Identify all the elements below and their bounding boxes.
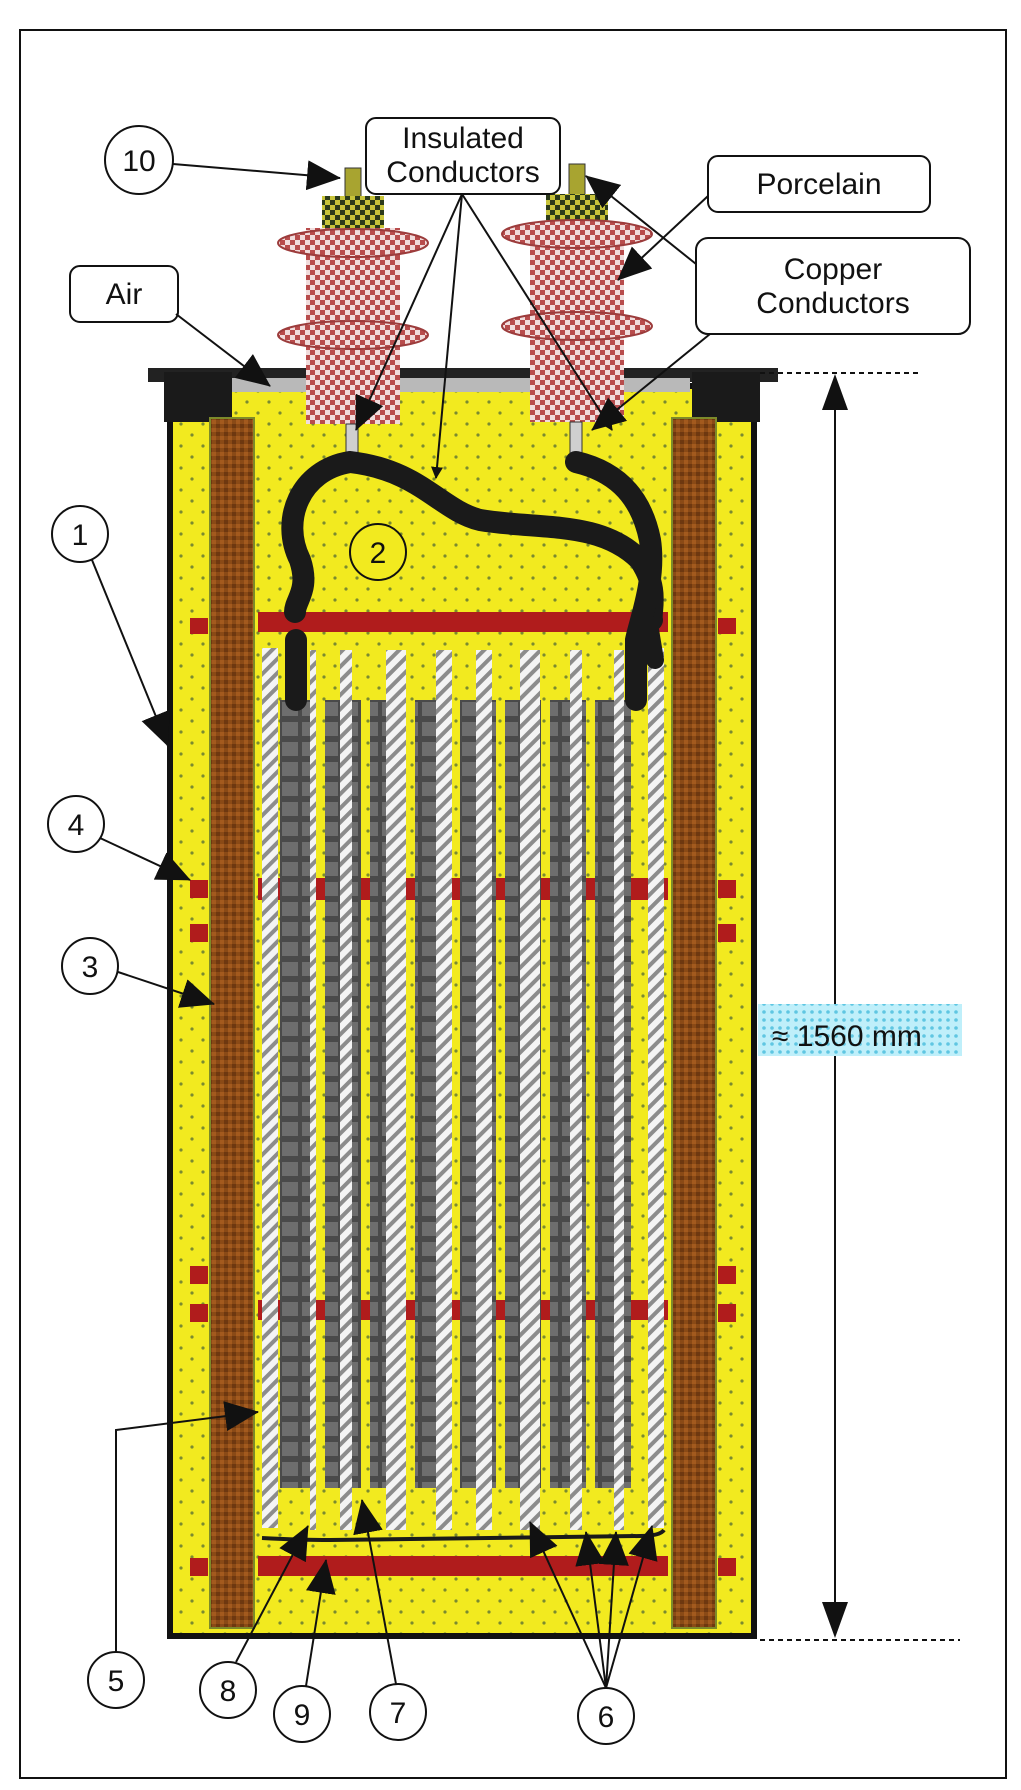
porcelain-shed	[501, 219, 653, 249]
spacer-stub	[190, 1304, 208, 1322]
spacer-stub	[718, 618, 736, 634]
svg-text:Porcelain: Porcelain	[756, 168, 881, 201]
svg-text:Insulated: Insulated	[402, 122, 524, 155]
spacer-stub	[190, 1558, 208, 1576]
spacer-stub	[190, 618, 208, 634]
callout-3: 3	[61, 937, 215, 1008]
porcelain-shed	[501, 311, 653, 341]
porcelain-shed	[277, 228, 429, 258]
element-separator	[570, 650, 582, 1530]
spacer-stub	[718, 1558, 736, 1576]
svg-text:Copper: Copper	[784, 253, 882, 286]
support-column-right	[671, 417, 717, 1629]
svg-text:10: 10	[122, 145, 155, 178]
svg-text:5: 5	[108, 1665, 125, 1698]
label-air: Air	[69, 265, 179, 323]
svg-text:4: 4	[68, 809, 85, 842]
spacer-stub	[718, 1266, 736, 1284]
label-copper-conductors: Copper Conductors	[695, 237, 971, 335]
dimension-box	[758, 1004, 962, 1056]
callout-2: 2	[349, 523, 407, 581]
capacitor-pack	[595, 700, 631, 1488]
element-separator	[436, 650, 452, 1530]
leader-copper-1	[585, 175, 697, 265]
leader-air	[175, 313, 271, 387]
insulated-cable-right	[565, 451, 663, 711]
svg-text:Conductors: Conductors	[386, 156, 539, 189]
callout-1: 1	[51, 505, 170, 747]
lid-clamp-right	[692, 372, 760, 422]
element-separator	[614, 650, 624, 1530]
svg-text:8: 8	[220, 1675, 237, 1708]
callout-9: 9	[273, 1559, 336, 1743]
svg-text:Air: Air	[106, 278, 143, 311]
element-separator	[386, 650, 406, 1530]
terminal-stud	[344, 167, 362, 199]
terminal-stud	[568, 163, 586, 197]
callout-10: 10	[104, 125, 341, 195]
callout-6: 6	[529, 1521, 658, 1745]
element-separator	[310, 650, 316, 1530]
spacer-stub	[190, 880, 208, 898]
bushing-cap	[322, 196, 384, 228]
element-separator	[262, 648, 278, 1528]
dimension-label: ≈ 1560 mm	[772, 1020, 922, 1053]
dimension-arrow-top	[822, 374, 848, 410]
svg-text:7: 7	[390, 1697, 407, 1730]
capacitor-element-stack	[262, 648, 664, 1530]
dimension-arrow-bottom	[822, 1602, 848, 1638]
svg-text:Conductors: Conductors	[756, 287, 909, 320]
bushing-left	[277, 167, 429, 471]
lid-clamp-left	[164, 372, 232, 422]
svg-text:6: 6	[598, 1701, 615, 1734]
element-separator	[340, 650, 352, 1530]
support-column-left	[209, 417, 255, 1629]
callout-4: 4	[47, 795, 191, 881]
label-leaders	[175, 175, 711, 479]
spacer-bar-top	[258, 612, 668, 632]
label-insulated-conductors: Insulated Conductors	[365, 117, 561, 195]
element-separator	[476, 650, 492, 1530]
element-separator	[648, 648, 664, 1528]
svg-text:2: 2	[370, 537, 387, 570]
spacer-stub	[718, 1304, 736, 1322]
callout-5: 5	[87, 1401, 259, 1709]
leader-insulated-2	[431, 193, 463, 479]
svg-text:1: 1	[72, 519, 89, 552]
insulated-cable-right-stub	[641, 621, 664, 669]
svg-text:9: 9	[294, 1699, 311, 1732]
spacer-stub	[718, 880, 736, 898]
spacer-stub	[190, 1266, 208, 1284]
leader-copper-2	[591, 333, 711, 431]
leader-insulated-3	[461, 193, 613, 431]
callout-7: 7	[353, 1499, 427, 1741]
element-separator	[520, 650, 540, 1530]
label-porcelain: Porcelain	[707, 155, 931, 213]
svg-text:3: 3	[82, 951, 99, 984]
spacer-stub	[718, 924, 736, 942]
leader-insulated-1	[355, 193, 463, 431]
height-dimension: ≈ 1560 mm	[758, 372, 962, 1641]
spacer-stub	[190, 924, 208, 942]
spacer-bar-bottom	[258, 1556, 668, 1576]
callout-8: 8	[199, 1525, 309, 1719]
porcelain-shed	[277, 320, 429, 350]
